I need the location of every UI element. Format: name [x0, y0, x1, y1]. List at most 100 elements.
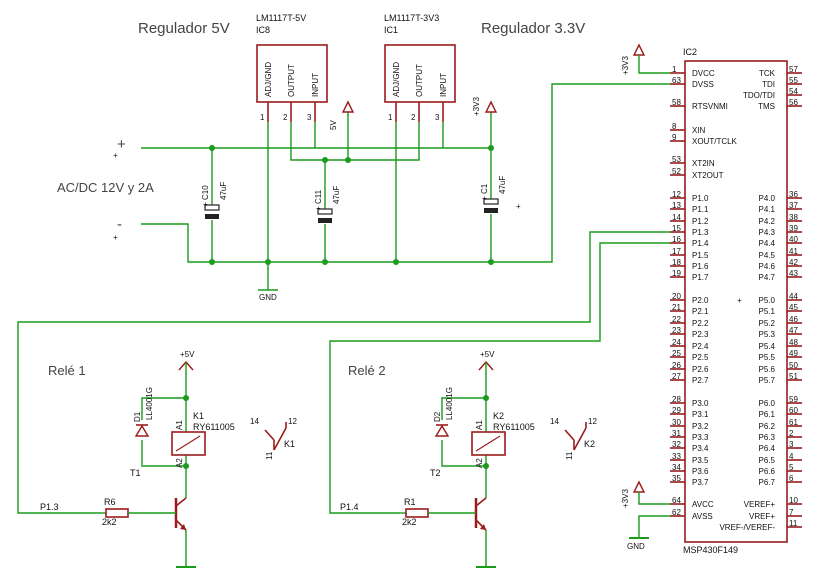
resistor-value: 2k2: [102, 517, 117, 527]
mcu-left-pin-num: 28: [672, 395, 681, 404]
mcu-right-pin-num: 41: [789, 247, 798, 256]
mcu-right-pin-num: 5: [789, 463, 794, 472]
diode-label: D2: [433, 411, 442, 422]
supply-plus: +: [117, 136, 126, 153]
mcu-left-pin-num: 1: [672, 65, 677, 74]
mcu-right-pin-num: 40: [789, 235, 798, 244]
ic8-pin-in: INPUT: [311, 73, 320, 97]
mcu-left-pin-name: P2.3: [692, 330, 709, 339]
mcu-right-pin-name: VEREF+: [744, 500, 776, 509]
mcu-left-pin-name: P2.5: [692, 353, 709, 362]
switch-pin14: 14: [550, 417, 559, 426]
mcu-part: MSP430F149: [683, 545, 738, 555]
mcu-left-pin-name: P3.2: [692, 422, 709, 431]
mcu-left-pin-num: 31: [672, 429, 681, 438]
mcu-left-pin-name: P2.4: [692, 342, 709, 351]
mcu-right-pin-num: 11: [789, 519, 798, 528]
label-3v3-reg: +3V3: [472, 97, 481, 116]
mcu-left-pin-name: DVCC: [692, 69, 715, 78]
mcu-right-pin-num: 6: [789, 474, 794, 483]
mcu-left-pin-name: P1.6: [692, 262, 709, 271]
mcu-left-pin-num: 30: [672, 418, 681, 427]
mcu-right-pin-num: 54: [789, 87, 798, 96]
supply-label: AC/DC 12V y 2A: [57, 180, 154, 195]
mcu-right-pin-name: P4.5: [759, 251, 776, 260]
c11-plus: +: [316, 204, 321, 213]
supply-5v-icon: [341, 100, 355, 113]
switch-pin11: 11: [565, 451, 574, 460]
switch-pin12: 12: [288, 417, 297, 426]
mcu-right-pin-num: 45: [789, 303, 798, 312]
coil-pin-bot: A2: [175, 458, 184, 468]
c1-value: 47uF: [498, 176, 507, 194]
relay-part: RY611005: [193, 422, 235, 432]
mcu-left-pin-num: 29: [672, 406, 681, 415]
c1-plate-bottom: [484, 208, 498, 213]
mcu-right-pin-name: P6.4: [759, 444, 776, 453]
c11-plate-top: [317, 208, 333, 215]
c10-plus: +: [203, 200, 208, 209]
mcu-right-pin-name: TDO/TDI: [743, 91, 775, 100]
mcu-right-pin-num: 2: [789, 429, 794, 438]
mcu-right-pin-name: P5.3: [759, 330, 776, 339]
mcu-right-pin-num: 55: [789, 76, 798, 85]
gnd-label: GND: [259, 293, 277, 302]
mcu-left-pin-name: P1.0: [692, 194, 709, 203]
mcu-right-pin-name: P6.0: [759, 399, 776, 408]
mcu-right-pin-num: 10: [789, 496, 798, 505]
mcu-left-pin-num: 58: [672, 98, 681, 107]
mcu-right-pin-name: P6.1: [759, 410, 776, 419]
switch-pin12: 12: [588, 417, 597, 426]
mcu-left-pin-name: P3.0: [692, 399, 709, 408]
supply-plus-small: +: [113, 151, 118, 160]
coil-pin-bot: A2: [475, 458, 484, 468]
mcu-left-pin-name: XT2OUT: [692, 171, 724, 180]
ic8-name: IC8: [256, 25, 270, 35]
relay-title: Relé 1: [48, 363, 86, 378]
mcu-right-pin-name: P6.5: [759, 456, 776, 465]
relay-part: RY611005: [493, 422, 535, 432]
ic1-pin-in: INPUT: [439, 73, 448, 97]
diode-icon: [434, 424, 450, 437]
mcu-left-pin-name: AVSS: [692, 512, 713, 521]
mcu-left-pin-name: DVSS: [692, 80, 714, 89]
mcu-gnd-label: GND: [627, 542, 645, 551]
mcu-right-pin-name: P6.6: [759, 467, 776, 476]
mcu-right-pin-name: P4.2: [759, 217, 776, 226]
mcu-right-pin-num: 38: [789, 213, 798, 222]
mcu-left-pin-name: P2.2: [692, 319, 709, 328]
mcu-right-pin-num: 4: [789, 452, 794, 461]
mcu-right-pin-num: 39: [789, 224, 798, 233]
mcu-right-pin-num: 61: [789, 418, 798, 427]
ic1-pin-out: OUTPUT: [415, 64, 424, 97]
regulator-3v3-title: Regulador 3.3V: [481, 20, 585, 37]
mcu-left-pin-num: 19: [672, 269, 681, 278]
mcu-left-pin-num: 53: [672, 155, 681, 164]
relay-coil: [471, 431, 506, 456]
mcu-left-pin-num: 16: [672, 235, 681, 244]
mcu-right-pin-name: P5.0: [759, 296, 776, 305]
mcu-vcc-icon: [632, 43, 646, 56]
mcu-left-pin-num: 20: [672, 292, 681, 301]
relay-supply-label: +5V: [180, 350, 195, 359]
mcu-right-pin-num: 48: [789, 338, 798, 347]
mcu-right-pin-num: 37: [789, 201, 798, 210]
mcu-right-pin-name: P4.3: [759, 228, 776, 237]
mcu-right-pin-name: TCK: [759, 69, 776, 78]
relay-name: K1: [193, 411, 204, 421]
c1-label: C1: [480, 183, 489, 194]
mcu-left-pin-num: 22: [672, 315, 681, 324]
mcu-left-pin-name: P1.1: [692, 205, 709, 214]
mcu-right-pin-num: 49: [789, 349, 798, 358]
mcu-right-pin-num: 3: [789, 440, 794, 449]
c10-label: C10: [201, 185, 210, 200]
mcu-right-pin-num: 46: [789, 315, 798, 324]
mcu-left-pin-name: XT2IN: [692, 159, 715, 168]
relay-supply-label: +5V: [480, 350, 495, 359]
mcu-right-pin-num: 57: [789, 65, 798, 74]
mcu-body: [684, 60, 788, 543]
mcu-right-pin-name: P5.4: [759, 342, 776, 351]
mcu-left-pin-num: 64: [672, 496, 681, 505]
mcu-left-pin-num: 24: [672, 338, 681, 347]
mcu-left-pin-num: 26: [672, 361, 681, 370]
